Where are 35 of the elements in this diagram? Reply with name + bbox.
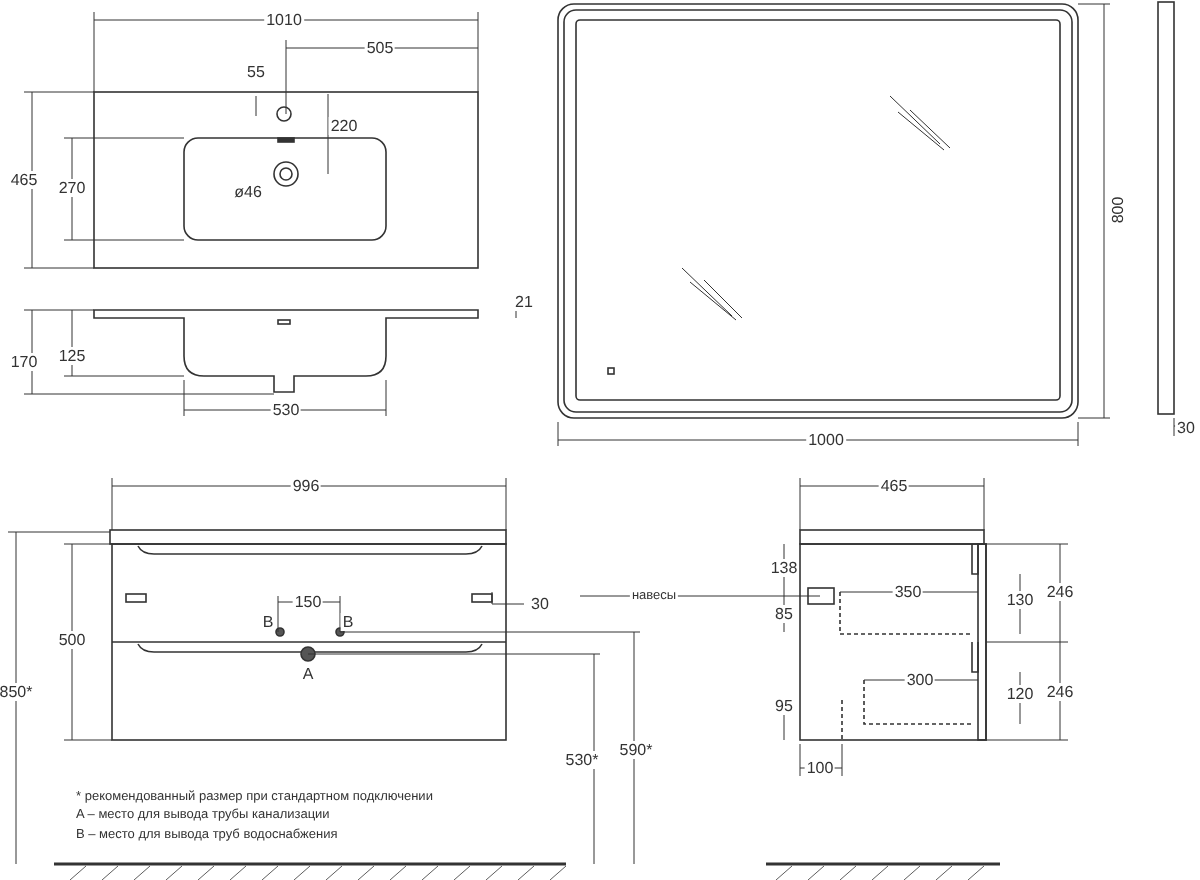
dimension-label: 850*	[0, 683, 35, 701]
dimension-label: 21	[513, 293, 535, 311]
callout-letter: B	[260, 613, 276, 631]
dimension-label: 530*	[563, 751, 601, 769]
dimension-label: 95	[773, 697, 795, 715]
dimension-label: 55	[245, 63, 267, 81]
dimension-label: 220	[328, 117, 360, 135]
dimension-label: 996	[290, 477, 322, 495]
dimension-label: ø46	[232, 183, 264, 201]
dimension-label: 500	[56, 631, 88, 649]
dimension-label: 138	[768, 559, 800, 577]
dimension-label: 120	[1004, 685, 1036, 703]
callout-letter: A	[300, 665, 316, 683]
dimension-label: 300	[904, 671, 936, 689]
dimension-label: 1000	[806, 431, 846, 449]
dimension-label: 150	[292, 593, 324, 611]
dimension-label: 246	[1044, 583, 1076, 601]
dimension-label: 246	[1044, 683, 1076, 701]
dimension-label: 85	[773, 605, 795, 623]
dimension-label: 270	[56, 179, 88, 197]
dimension-label: 800	[1109, 194, 1127, 226]
callout-letter: B	[340, 613, 356, 631]
dimension-label: 130	[1004, 591, 1036, 609]
dimension-label: 30	[529, 595, 551, 613]
dimension-label: 100	[804, 759, 836, 777]
dimension-label: 350	[892, 583, 924, 601]
dimension-label: 530	[270, 401, 302, 419]
dimension-label: 1010	[264, 11, 304, 29]
dimension-label: 590*	[617, 741, 655, 759]
dimension-label: 30	[1175, 419, 1197, 437]
dimension-label: 125	[56, 347, 88, 365]
dimension-label: 170	[8, 353, 40, 371]
dimension-label: 465	[8, 171, 40, 189]
dimension-label: 505	[364, 39, 396, 57]
dimension-label: 465	[878, 477, 910, 495]
